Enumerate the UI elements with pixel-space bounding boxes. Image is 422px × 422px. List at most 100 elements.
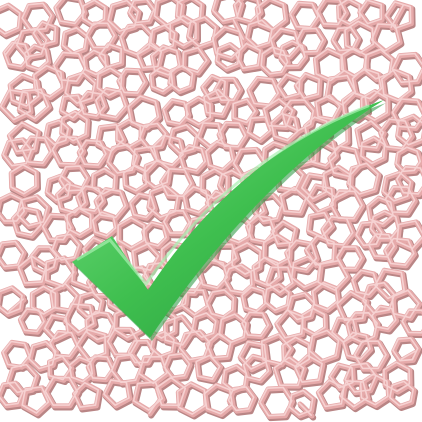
bond-ring xyxy=(72,381,99,408)
bond-ring xyxy=(150,45,181,76)
bond-ring xyxy=(117,216,145,249)
bond-ring xyxy=(76,291,103,318)
bond-ring xyxy=(246,116,272,141)
bond-ring xyxy=(306,211,333,238)
bond-ring xyxy=(116,118,142,148)
bond-ring xyxy=(4,38,18,56)
bond-ring xyxy=(44,119,69,146)
bond-ring xyxy=(298,402,312,416)
bond-ring xyxy=(98,43,122,68)
bond-ring xyxy=(186,16,217,47)
bond-ring xyxy=(54,0,85,25)
bond-ring xyxy=(8,73,40,107)
bond-ring xyxy=(346,161,382,198)
bond-ring xyxy=(214,77,241,101)
bond-ring xyxy=(81,0,106,26)
bond-ring xyxy=(203,88,230,116)
bond-ring xyxy=(168,124,198,154)
bond-ring xyxy=(260,46,289,75)
bond-ring xyxy=(63,303,95,334)
bond-ring xyxy=(265,266,294,294)
bond-ring xyxy=(347,162,379,195)
bond-ring xyxy=(217,121,247,148)
bond-ring xyxy=(384,237,415,266)
bond-ring xyxy=(359,373,389,406)
bond-ring xyxy=(129,192,156,219)
bond-ring xyxy=(43,314,69,340)
bond-ring xyxy=(122,165,147,192)
bond-ring xyxy=(85,310,115,341)
bond-ring xyxy=(282,336,310,368)
bond-ring xyxy=(132,381,163,411)
bond-ring xyxy=(203,383,233,415)
bond-ring xyxy=(395,114,422,146)
bond-ring xyxy=(49,283,78,311)
bond-ring xyxy=(262,234,291,266)
bond-ring xyxy=(53,51,87,82)
bond-ring xyxy=(8,298,24,312)
bond-ring xyxy=(263,283,290,311)
bond-ring xyxy=(351,67,383,100)
bond-ring xyxy=(300,173,328,200)
bond-ring xyxy=(15,27,48,58)
bond-ring xyxy=(355,120,385,149)
bond-ring xyxy=(103,379,130,406)
bond-ring xyxy=(169,15,197,47)
bond-ring xyxy=(91,167,116,195)
bond-ring xyxy=(201,74,226,101)
bond-ring xyxy=(21,2,53,31)
bond-ring xyxy=(182,46,208,74)
bond-ring xyxy=(0,286,23,315)
bond-ring xyxy=(382,171,412,202)
bond-ring xyxy=(289,1,320,29)
bond-ring xyxy=(11,206,42,237)
bond-ring xyxy=(288,389,314,416)
bond-ring xyxy=(276,73,301,99)
bond-ring xyxy=(395,146,421,173)
bond-ring xyxy=(86,355,114,380)
bond-ring xyxy=(336,290,367,322)
bond-ring xyxy=(75,328,107,361)
bond-ring xyxy=(205,333,232,359)
bond-ring xyxy=(185,96,211,126)
bond-ring xyxy=(390,4,404,28)
bond-ring xyxy=(178,144,207,172)
bond-ring xyxy=(232,98,256,124)
bond-ring xyxy=(78,90,106,117)
bond-ring xyxy=(392,337,419,362)
bond-ring xyxy=(308,329,340,362)
bond-ring xyxy=(232,18,244,40)
bond-ring xyxy=(5,362,40,396)
bond-ring xyxy=(351,269,379,296)
bond-ring xyxy=(381,170,414,205)
bond-ring xyxy=(241,311,270,337)
bond-ring xyxy=(362,281,396,314)
bond-ring xyxy=(281,99,315,132)
bond-ring xyxy=(363,48,393,80)
bond-ring xyxy=(32,21,57,46)
bond-ring xyxy=(95,87,127,119)
bond-ring xyxy=(152,134,184,166)
bond-ring xyxy=(91,211,117,237)
bond-ring xyxy=(346,311,378,344)
bond-ring xyxy=(0,381,24,406)
bond-ring xyxy=(391,289,420,319)
bond-ring xyxy=(362,47,396,83)
bond-ring xyxy=(252,256,281,287)
bond-ring xyxy=(395,165,422,195)
bond-ring xyxy=(175,0,203,25)
bond-ring xyxy=(41,213,72,241)
bond-ring xyxy=(371,305,397,330)
bond-ring xyxy=(400,350,416,360)
bond-ring xyxy=(311,281,339,311)
bond-ring xyxy=(321,215,354,246)
bond-ring xyxy=(211,0,245,25)
bond-ring xyxy=(110,353,142,384)
bond-ring xyxy=(142,221,168,247)
bond-ring xyxy=(329,190,363,220)
bond-ring xyxy=(55,183,87,214)
bond-ring xyxy=(260,333,292,365)
bond-ring xyxy=(23,44,49,71)
bond-ring xyxy=(388,379,417,409)
bond-ring xyxy=(317,259,349,291)
